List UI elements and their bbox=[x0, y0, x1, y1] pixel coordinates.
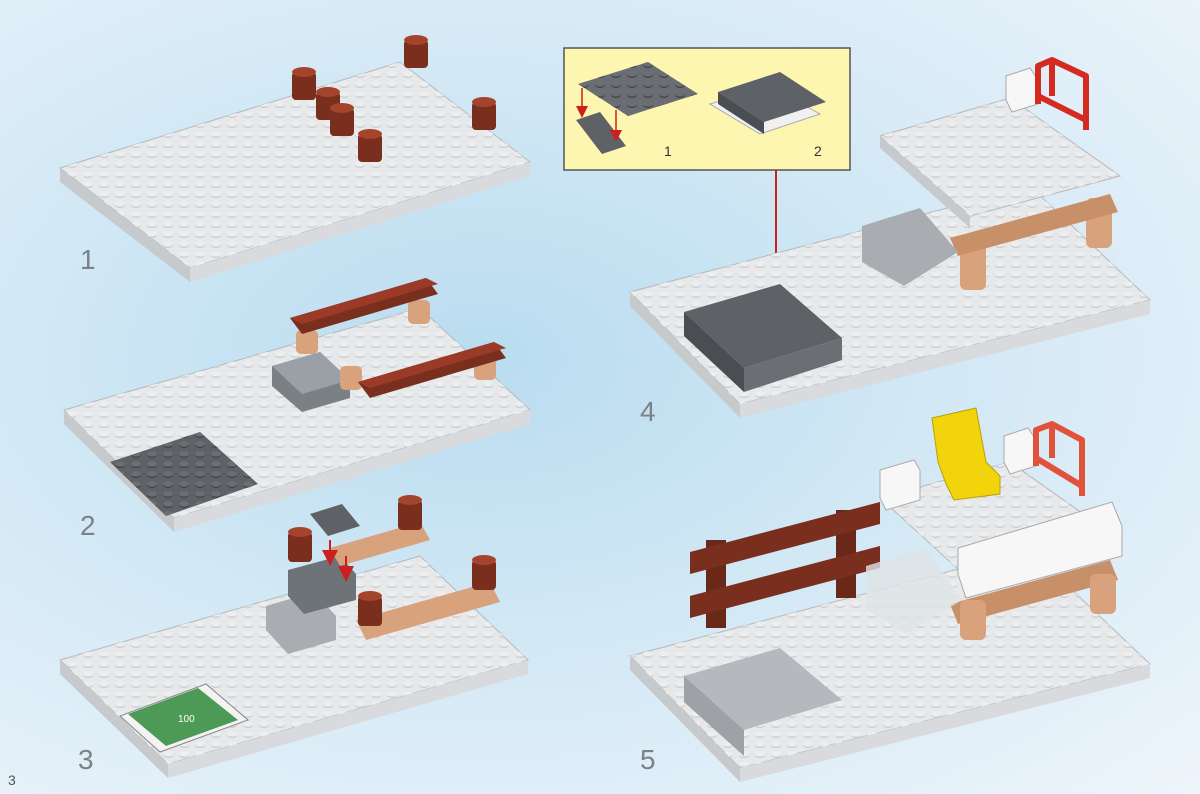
white-brick bbox=[1004, 428, 1036, 474]
step-number: 4 bbox=[640, 398, 656, 426]
step-number: 5 bbox=[640, 746, 656, 774]
step-3-scene: 100 bbox=[60, 495, 528, 778]
step-5-scene bbox=[630, 408, 1150, 782]
dark-gray-tile bbox=[310, 504, 360, 536]
tan-post bbox=[1090, 574, 1116, 614]
white-brick bbox=[1006, 68, 1038, 112]
tan-post bbox=[408, 300, 430, 324]
red-fence bbox=[1038, 60, 1086, 130]
sub-assembly-inset: 1 2 bbox=[564, 48, 850, 170]
tan-post bbox=[296, 330, 318, 354]
inset-sub-step-label: 2 bbox=[814, 143, 822, 159]
step-2-scene bbox=[64, 278, 530, 532]
tan-post bbox=[960, 600, 986, 640]
step-number: 1 bbox=[80, 246, 96, 274]
inset-sub-step-label: 1 bbox=[664, 143, 672, 159]
page-number: 3 bbox=[8, 772, 16, 788]
tan-post bbox=[340, 366, 362, 390]
step-number: 3 bbox=[78, 746, 94, 774]
step-number: 2 bbox=[80, 512, 96, 540]
step-1-scene bbox=[60, 35, 530, 282]
banknote-value: 100 bbox=[178, 714, 195, 725]
